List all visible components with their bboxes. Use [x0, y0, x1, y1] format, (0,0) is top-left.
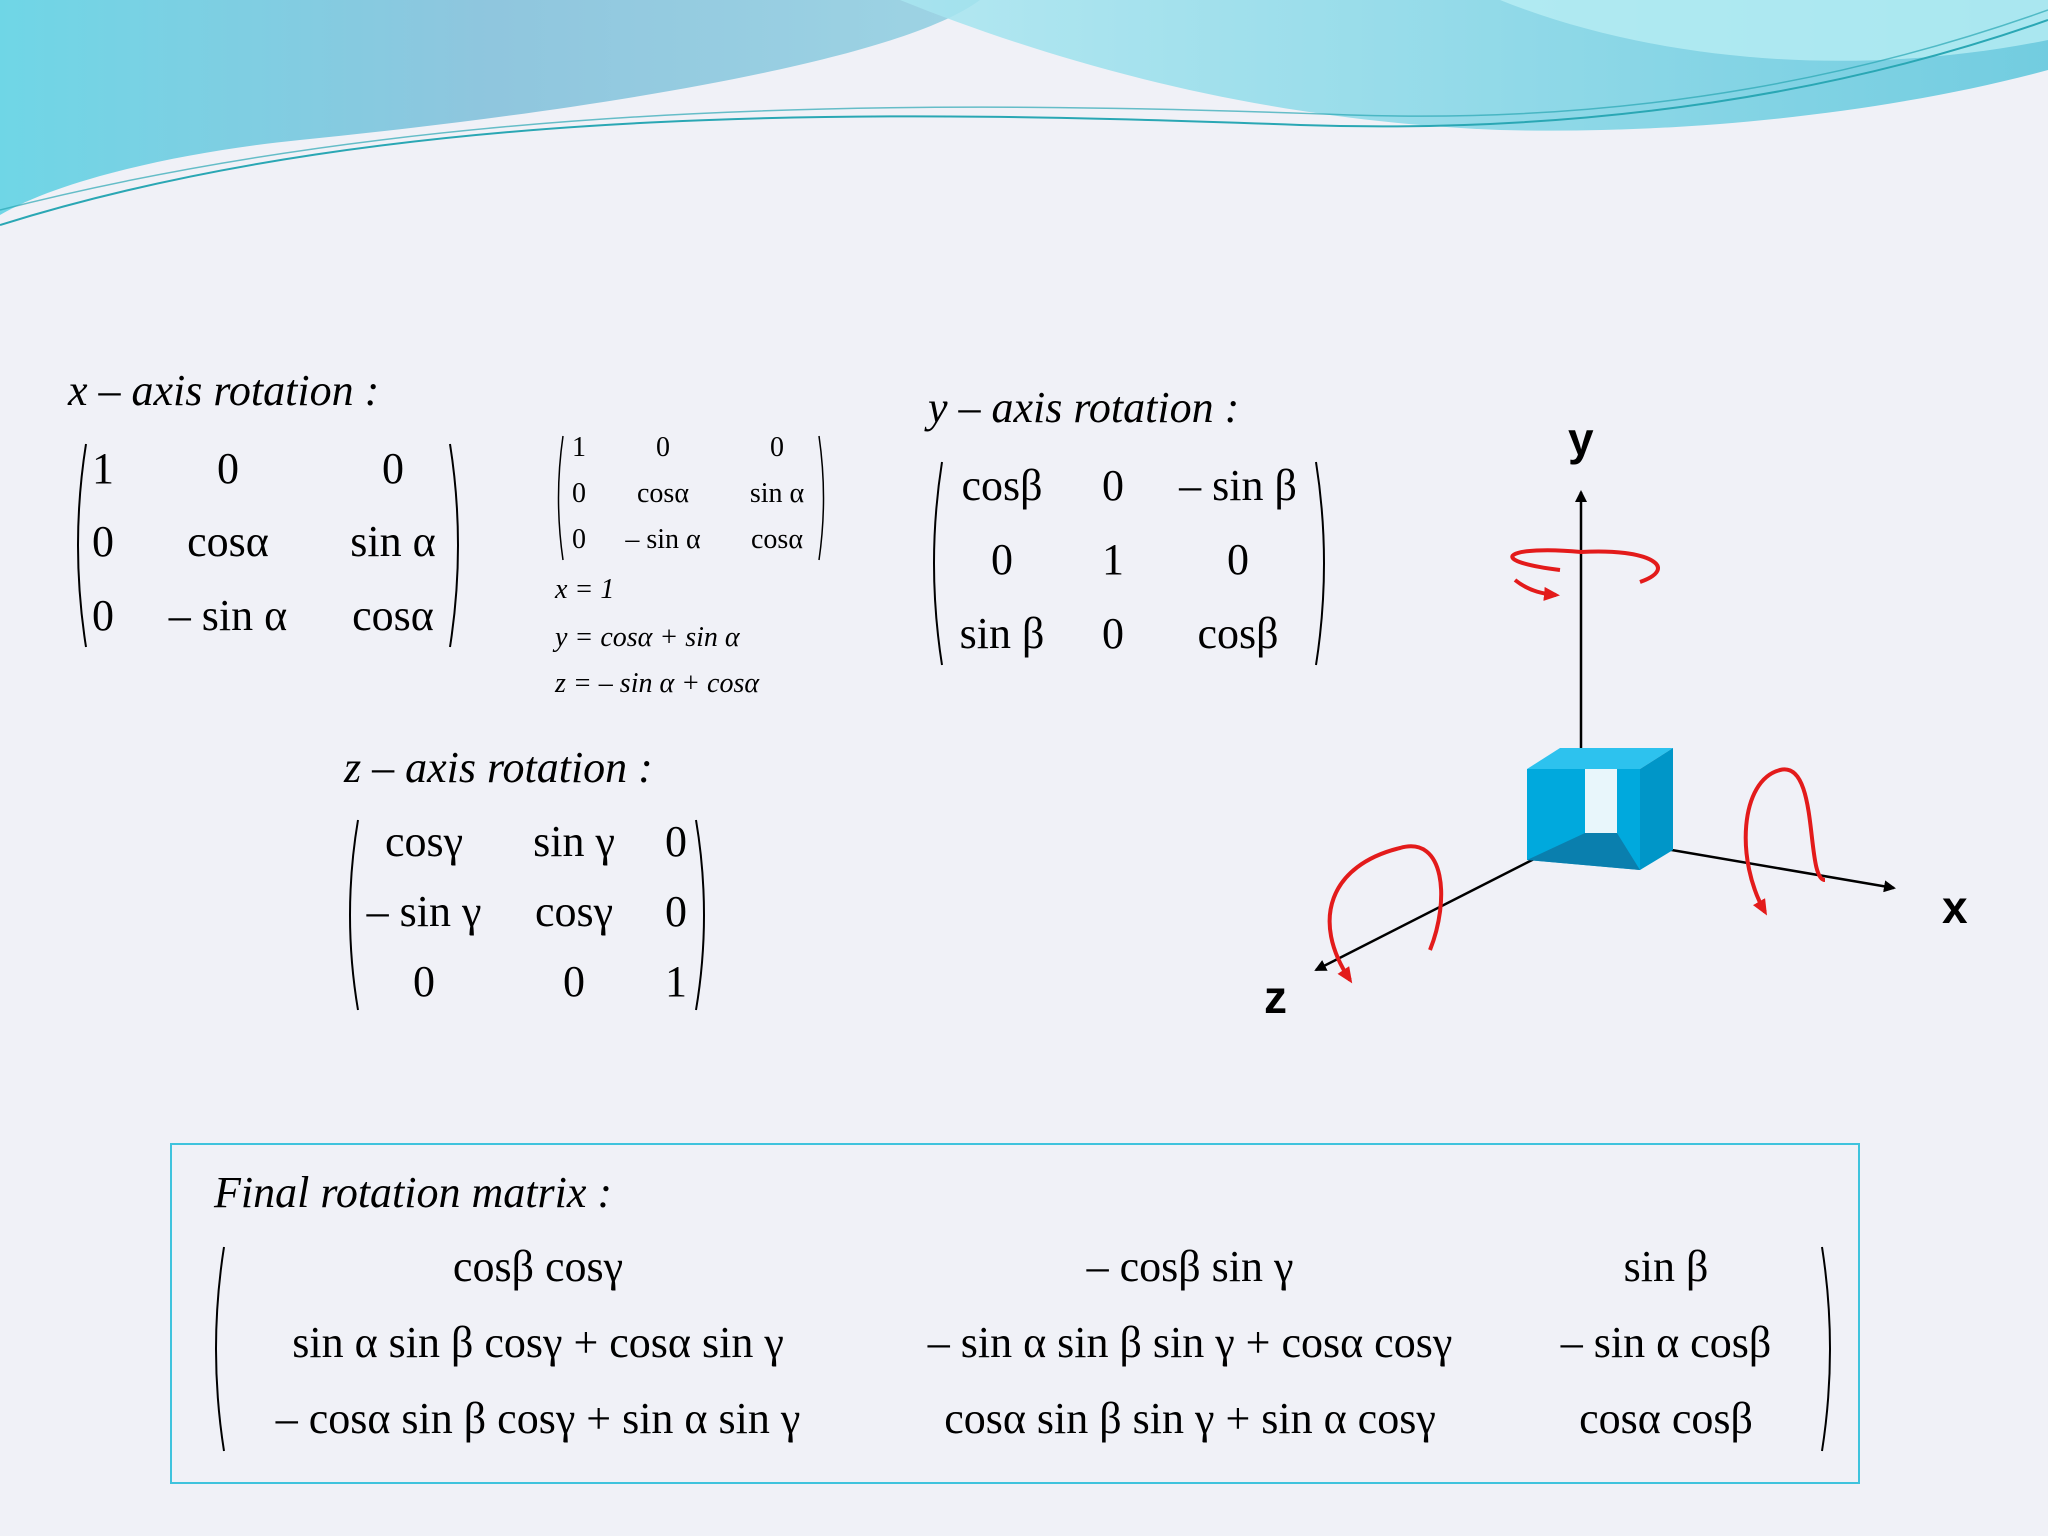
matrix-cell: 1 — [92, 444, 114, 493]
matrix-cell: – sin α sin β sin γ + cosα cosγ — [927, 1318, 1453, 1367]
equation-x: x = 1 — [555, 574, 615, 605]
matrix-brackets — [933, 461, 1325, 666]
matrix-cell: – sin β — [1179, 461, 1297, 510]
matrix-cell: 1 — [665, 957, 687, 1006]
matrix-brackets — [77, 443, 459, 648]
matrix-cell: sin γ — [533, 817, 615, 866]
matrix-cell: 0 — [413, 957, 435, 1006]
y-axis-label: y — [1568, 413, 1594, 465]
matrix-cell: cosβ — [1197, 609, 1279, 658]
matrix-cell: 0 — [665, 887, 687, 936]
matrix-cell: 0 — [572, 524, 586, 555]
matrix-cell: cosγ — [384, 817, 464, 866]
equation-z: z = – sin α + cosα — [555, 668, 760, 699]
matrix-cell: cosβ cosγ — [452, 1242, 624, 1291]
x-axis-label: x — [1942, 881, 1968, 933]
matrix-cell: – sin α cosβ — [1560, 1318, 1772, 1367]
matrix-cell: sin β — [959, 609, 1045, 658]
matrix-cell: sin α sin β cosγ + cosα sin γ — [292, 1318, 784, 1367]
matrix-cell: – cosβ sin γ — [1086, 1242, 1294, 1291]
matrix-cell: 0 — [563, 957, 585, 1006]
matrix-cell: – sin α — [168, 591, 288, 640]
final-rotation-matrix-box: Final rotation matrix : cosβ cosγ – cosβ… — [170, 1143, 1860, 1484]
matrix-cell: cosα sin β sin γ + sin α cosγ — [944, 1394, 1436, 1443]
matrix-cell: 0 — [92, 591, 114, 640]
matrix-cell: 0 — [1227, 535, 1249, 584]
cube-icon — [1527, 748, 1673, 870]
matrix-cell: 0 — [572, 478, 586, 509]
matrix-cell: 1 — [572, 432, 586, 463]
matrix-cell: cosα — [637, 478, 689, 509]
matrix-cell: 0 — [217, 444, 239, 493]
z-rotation-arrow-icon — [1327, 844, 1444, 984]
matrix-cell: cosα — [751, 524, 803, 555]
matrix-cell: 1 — [1102, 535, 1124, 584]
matrix-cell: cosα — [187, 517, 269, 566]
matrix-cell: 0 — [770, 432, 784, 463]
matrix-brackets — [215, 1246, 1831, 1452]
matrix-cell: cosα — [352, 591, 434, 640]
matrix-cell: – sin α — [625, 524, 701, 555]
matrix-cell: 0 — [382, 444, 404, 493]
x-axis-rotation-label: x – axis rotation : — [68, 366, 380, 415]
matrix-cell: sin α — [749, 478, 805, 509]
z-axis-rotation-label: z – axis rotation : — [344, 743, 653, 792]
final-rotation-label: Final rotation matrix : — [214, 1168, 613, 1217]
small-matrix: 1 0 0 0 cosα sin α 0 – sin α cosα — [553, 432, 829, 564]
x-axis-line — [1659, 846, 1896, 893]
y-axis-matrix: cosβ 0 – sin β 0 1 0 sin β 0 cosβ — [926, 456, 1332, 671]
matrix-cell: 0 — [656, 432, 670, 463]
matrix-brackets — [349, 819, 705, 1011]
z-axis-label: z — [1264, 971, 1287, 1023]
matrix-brackets — [557, 435, 825, 561]
matrix-cell: – sin γ — [366, 887, 482, 936]
y-rotation-arrow-icon — [1510, 548, 1660, 584]
matrix-cell: sin α — [350, 517, 436, 566]
matrix-cell: 0 — [991, 535, 1013, 584]
x-rotation-arrow-icon — [1743, 767, 1826, 916]
matrix-cell: – cosα sin β cosγ + sin α sin γ — [275, 1394, 801, 1443]
equation-y: y = cosα + sin α — [555, 622, 740, 653]
x-axis-matrix: 1 0 0 0 cosα sin α 0 – sin α cosα — [68, 438, 468, 653]
z-axis-line — [1314, 856, 1537, 972]
matrix-cell: cosβ — [961, 461, 1043, 510]
matrix-cell: 0 — [1102, 609, 1124, 658]
matrix-cell: 0 — [92, 517, 114, 566]
matrix-cell: 0 — [1102, 461, 1124, 510]
z-axis-matrix: cosγ sin γ 0 – sin γ cosγ 0 0 0 1 — [342, 814, 712, 1016]
axes-diagram — [1314, 490, 1896, 984]
matrix-cell: cosγ — [534, 887, 614, 936]
matrix-cell: cosα cosβ — [1579, 1394, 1753, 1443]
matrix-cell: sin β — [1623, 1242, 1709, 1291]
header-wave-decoration — [0, 0, 2048, 226]
matrix-cell: 0 — [665, 817, 687, 866]
y-axis-rotation-label: y – axis rotation : — [928, 383, 1240, 432]
